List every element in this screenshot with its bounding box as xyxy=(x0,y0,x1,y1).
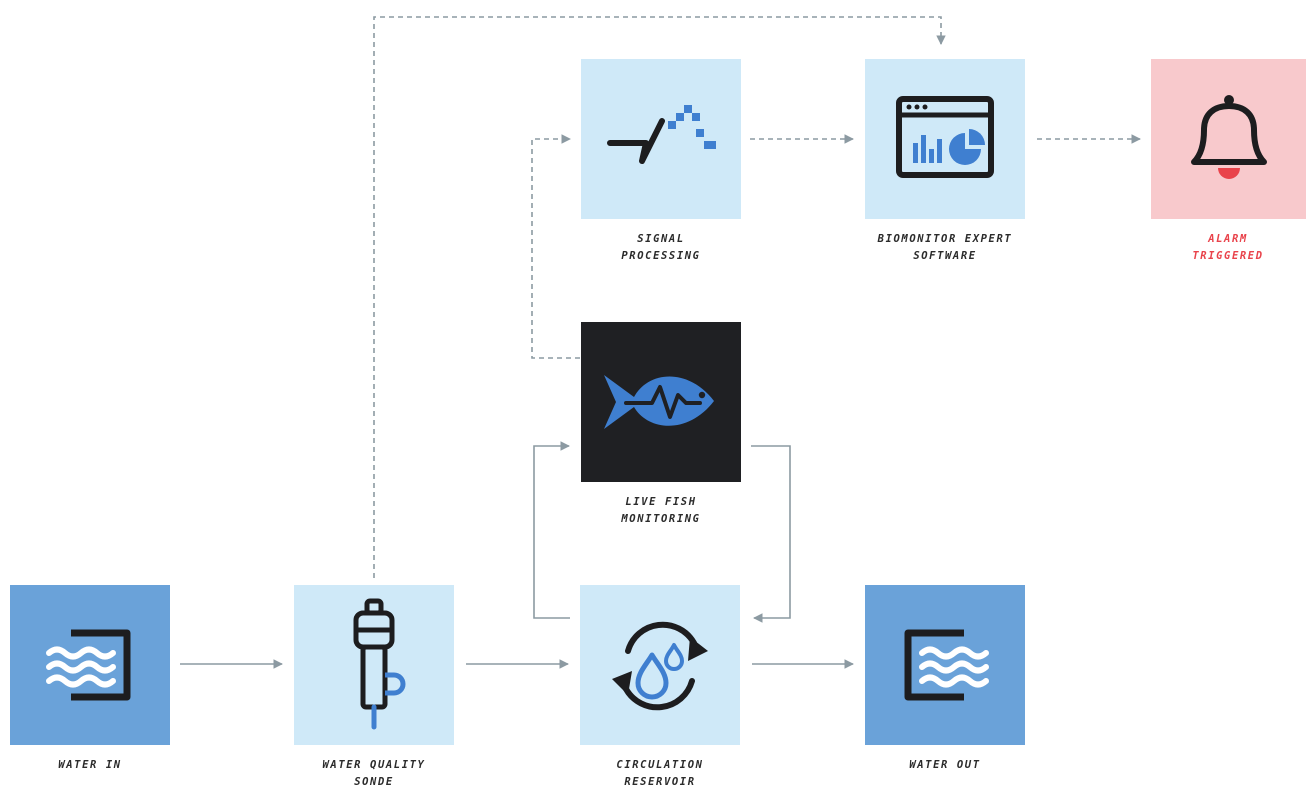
signal-label: SIGNAL PROCESSING xyxy=(561,231,761,265)
fish-tile xyxy=(581,322,741,482)
alarm-label-line2: TRIGGERED xyxy=(1192,250,1264,262)
water-inlet-icon xyxy=(46,629,131,701)
water-out-tile xyxy=(865,585,1025,745)
alarm-tile xyxy=(1151,59,1306,219)
sonde-probe-icon xyxy=(353,598,406,730)
software-label-line1: BIOMONITOR EXPERT xyxy=(877,233,1013,245)
alarm-label: ALARM TRIGGERED xyxy=(1128,231,1306,265)
software-label-line2: SOFTWARE xyxy=(913,250,977,262)
water-out-label-line: WATER OUT xyxy=(909,759,981,771)
water-outlet-icon xyxy=(904,629,989,701)
water-out-label: WATER OUT xyxy=(845,757,1045,774)
signal-label-line1: SIGNAL xyxy=(637,233,685,245)
reservoir-label-line2: RESERVOIR xyxy=(624,776,696,788)
alarm-label-line1: ALARM xyxy=(1208,233,1248,245)
reservoir-label: CIRCULATION RESERVOIR xyxy=(560,757,760,791)
data-sonde-to-software xyxy=(373,16,946,578)
bell-icon xyxy=(1190,95,1267,179)
sonde-label-line1: WATER QUALITY xyxy=(322,759,426,771)
water-in-tile xyxy=(10,585,170,745)
fish-label-line2: MONITORING xyxy=(621,513,701,525)
recycle-droplets-icon xyxy=(612,621,708,711)
reservoir-label-line1: CIRCULATION xyxy=(616,759,704,771)
signal-tile xyxy=(581,59,741,219)
fish-label: LIVE FISH MONITORING xyxy=(561,494,761,528)
sonde-label-line2: SONDE xyxy=(354,776,394,788)
signal-waveform-icon xyxy=(607,105,716,164)
software-label: BIOMONITOR EXPERT SOFTWARE xyxy=(845,231,1045,265)
sonde-tile xyxy=(294,585,454,745)
fish-label-line1: LIVE FISH xyxy=(625,496,697,508)
flow-reservoir-to-fish xyxy=(533,441,570,619)
water-in-label: WATER IN xyxy=(0,757,190,774)
sonde-label: WATER QUALITY SONDE xyxy=(274,757,474,791)
data-fish-to-signal xyxy=(531,134,580,359)
dashboard-window-icon xyxy=(896,96,994,178)
signal-label-line2: PROCESSING xyxy=(621,250,701,262)
fish-heartbeat-icon xyxy=(604,375,714,429)
water-in-label-line: WATER IN xyxy=(58,759,122,771)
reservoir-tile xyxy=(580,585,740,745)
flow-fish-to-reservoir xyxy=(751,445,791,623)
software-tile xyxy=(865,59,1025,219)
